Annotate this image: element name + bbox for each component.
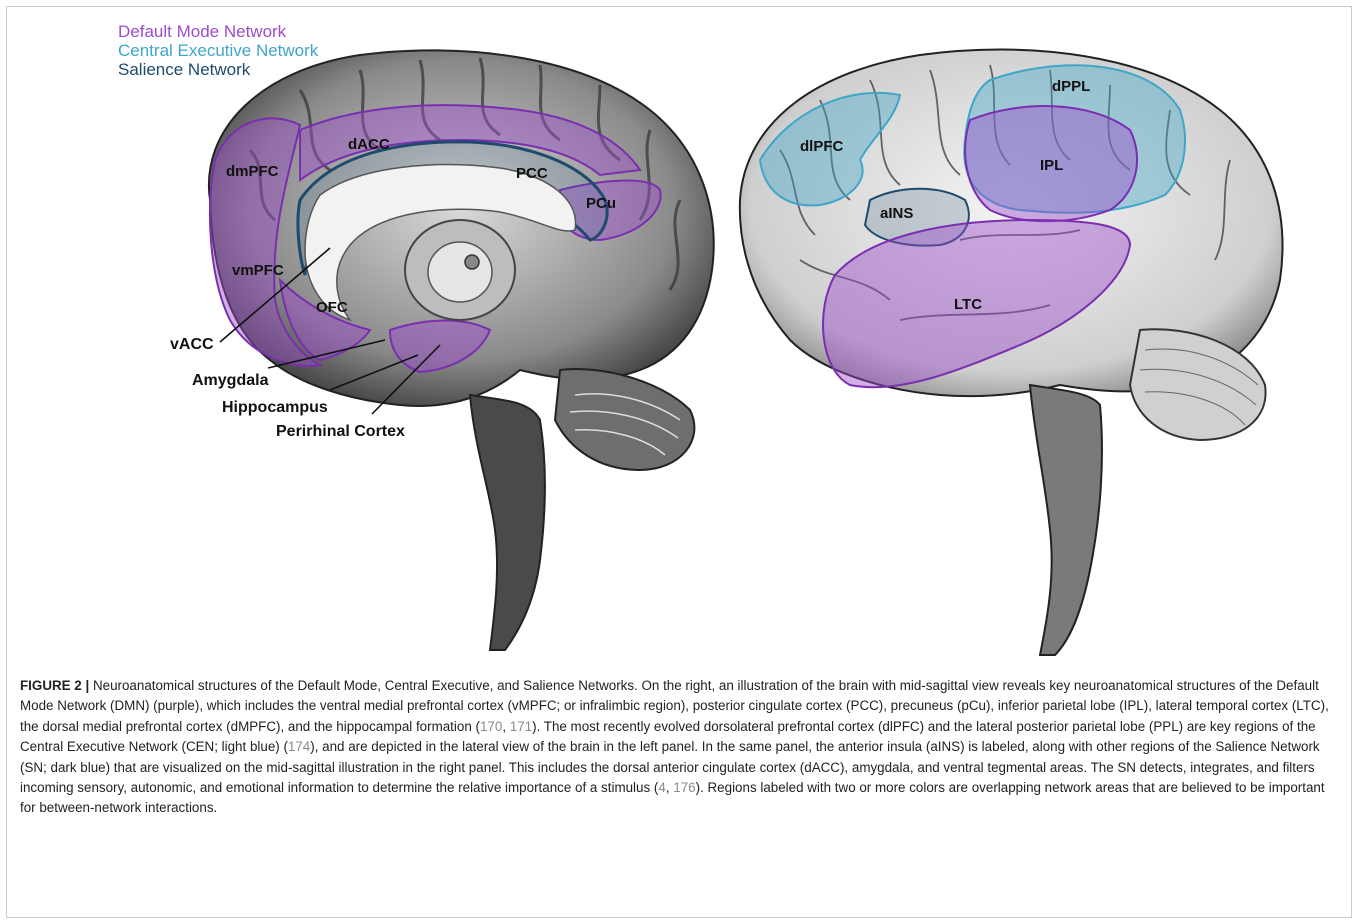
label-ofc: OFC xyxy=(316,299,348,316)
label-dacc: dACC xyxy=(348,136,390,153)
legend-dmn: Default Mode Network xyxy=(118,22,318,41)
citation-176[interactable]: 176 xyxy=(673,780,695,795)
label-ains: aINS xyxy=(880,205,913,222)
legend-cen: Central Executive Network xyxy=(118,41,318,60)
label-amygdala: Amygdala xyxy=(192,372,268,390)
legend-sn: Salience Network xyxy=(118,60,318,79)
citation-174[interactable]: 174 xyxy=(288,739,310,754)
citation-171[interactable]: 171 xyxy=(510,719,532,734)
label-perirhinal-cortex: Perirhinal Cortex xyxy=(276,423,405,441)
label-vmpfc: vmPFC xyxy=(232,262,284,279)
label-dppl: dPPL xyxy=(1052,78,1090,95)
label-pcc: PCC xyxy=(516,165,548,182)
label-ipl: IPL xyxy=(1040,157,1063,174)
label-hippocampus: Hippocampus xyxy=(222,399,328,417)
label-ltc: LTC xyxy=(954,296,982,313)
network-legend: Default Mode Network Central Executive N… xyxy=(118,22,318,79)
figure-label: FIGURE 2 | xyxy=(20,678,89,693)
label-vacc: vACC xyxy=(170,336,214,354)
figure-caption: FIGURE 2 | Neuroanatomical structures of… xyxy=(20,676,1342,819)
citation-4[interactable]: 4 xyxy=(658,780,665,795)
citation-170[interactable]: 170 xyxy=(480,719,502,734)
caption-sep-1: , xyxy=(502,719,509,734)
left-brain-midsagittal xyxy=(209,50,714,650)
brain-illustration xyxy=(0,0,1360,664)
label-dmpfc: dmPFC xyxy=(226,163,279,180)
label-pcu: PCu xyxy=(586,195,616,212)
label-dlpfc: dlPFC xyxy=(800,138,843,155)
